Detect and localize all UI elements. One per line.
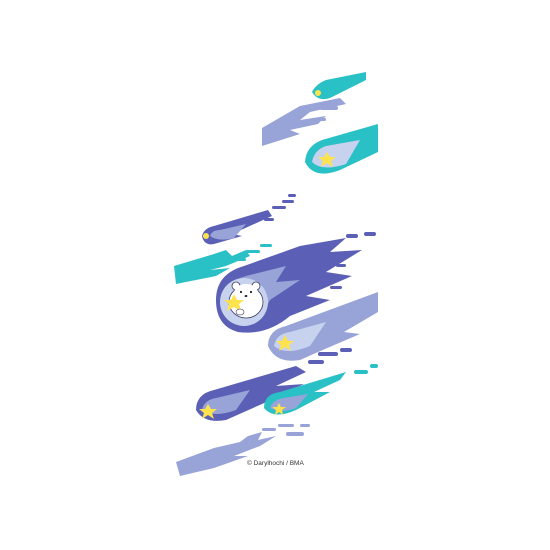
comet-periwinkle-star-right [268, 292, 378, 361]
trail-indigo-mid [308, 348, 352, 364]
star-icon [276, 335, 294, 351]
bear-nose [244, 295, 248, 297]
comet-teal-star-lower [264, 364, 378, 415]
star-icon [224, 294, 244, 311]
star-dot [203, 233, 209, 239]
star-icon [318, 152, 336, 167]
bear-paw [235, 308, 245, 316]
star-dot [315, 90, 321, 96]
streak-periwinkle-bottom [176, 424, 310, 476]
comet-indigo-star-lower [196, 366, 306, 421]
comet-teal-top [312, 72, 366, 100]
copyright-text: © Darylhochi / BMA [247, 460, 304, 467]
streak-periwinkle-upper [262, 98, 346, 146]
bear-eye-right [249, 290, 253, 294]
streak-teal-left [174, 244, 272, 284]
star-icon [272, 403, 286, 415]
bear-head [234, 284, 258, 302]
star-icon [199, 404, 217, 419]
comet-body [312, 72, 366, 100]
bear-character [224, 281, 264, 319]
comet-teal-star-upper [305, 124, 378, 174]
comet-indigo-small [202, 194, 296, 245]
bear-eye-left [239, 290, 243, 294]
